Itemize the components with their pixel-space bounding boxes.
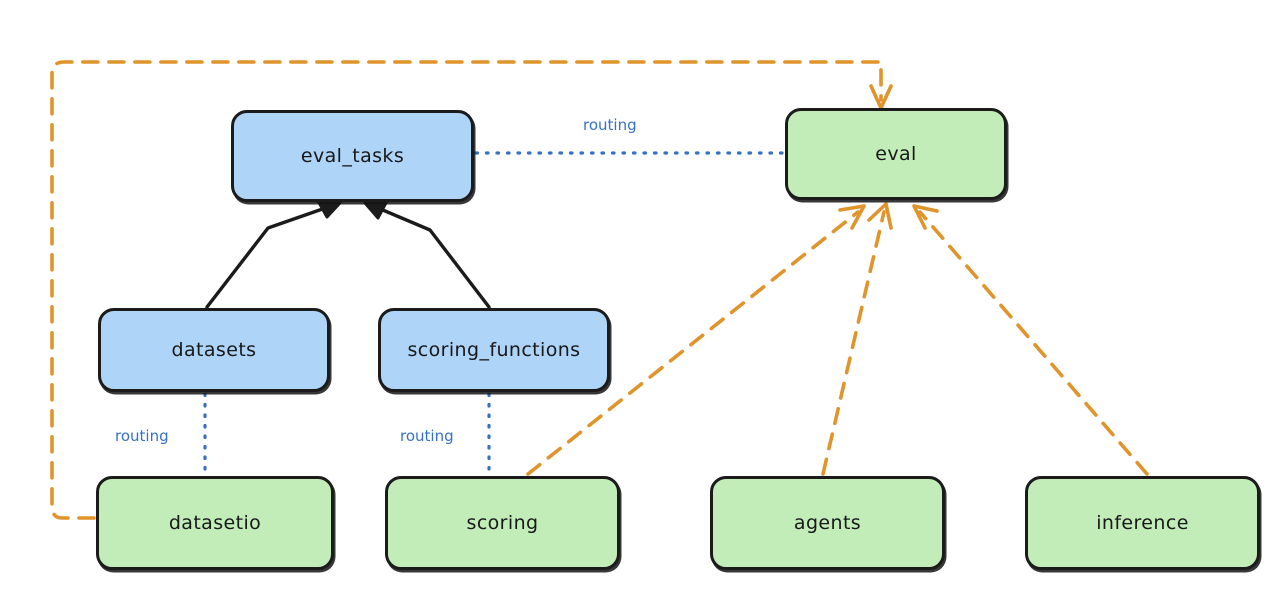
node-inference[interactable]: inference bbox=[1025, 476, 1260, 570]
edge-datasets-to-eval-tasks bbox=[205, 197, 342, 309]
node-inference-label: inference bbox=[1096, 512, 1189, 534]
edge-datasetio-to-eval bbox=[50, 60, 893, 520]
edge-label-routing-datasets-datasetio: routing bbox=[112, 427, 172, 445]
node-datasetio[interactable]: datasetio bbox=[96, 476, 334, 570]
node-eval-tasks[interactable]: eval_tasks bbox=[231, 110, 474, 202]
node-scoring[interactable]: scoring bbox=[385, 476, 620, 570]
node-eval-tasks-label: eval_tasks bbox=[300, 145, 405, 167]
node-agents-label: agents bbox=[793, 512, 862, 534]
node-scoring-label: scoring bbox=[466, 512, 539, 534]
edge-scoring-functions-to-eval-tasks bbox=[363, 197, 491, 309]
node-scoring-functions[interactable]: scoring_functions bbox=[378, 308, 610, 392]
edge-agents-to-eval bbox=[821, 202, 893, 476]
node-datasets-label: datasets bbox=[171, 339, 257, 361]
edge-label-routing-scoring-functions-scoring: routing bbox=[397, 427, 457, 445]
node-datasetio-label: datasetio bbox=[168, 512, 262, 534]
node-agents[interactable]: agents bbox=[710, 476, 945, 570]
node-scoring-functions-label: scoring_functions bbox=[407, 339, 581, 361]
edge-inference-to-eval bbox=[912, 204, 1149, 476]
edge-scoring-to-eval bbox=[526, 204, 866, 476]
node-eval[interactable]: eval bbox=[785, 108, 1007, 200]
node-datasets[interactable]: datasets bbox=[98, 308, 330, 392]
node-eval-label: eval bbox=[875, 143, 917, 165]
edge-label-routing-eval-tasks-eval: routing bbox=[580, 116, 640, 134]
